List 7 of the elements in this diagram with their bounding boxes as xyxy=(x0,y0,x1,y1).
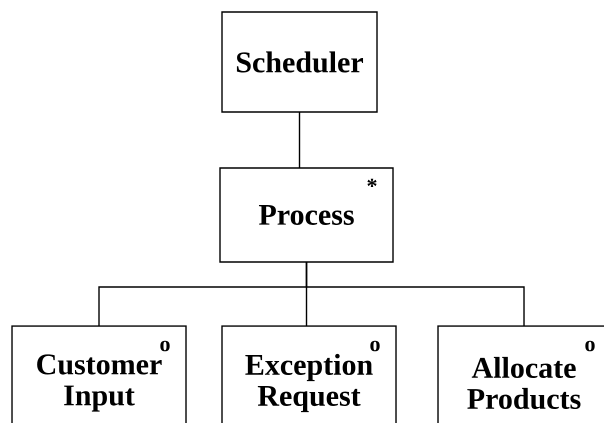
connector-line xyxy=(298,112,300,168)
process-box: Scheduler xyxy=(221,11,378,113)
structure-mark: o xyxy=(370,340,380,352)
structure-mark: o xyxy=(160,340,170,352)
structure-mark: o xyxy=(585,340,595,352)
structure-mark: * xyxy=(367,178,377,188)
connector-line xyxy=(306,262,525,326)
